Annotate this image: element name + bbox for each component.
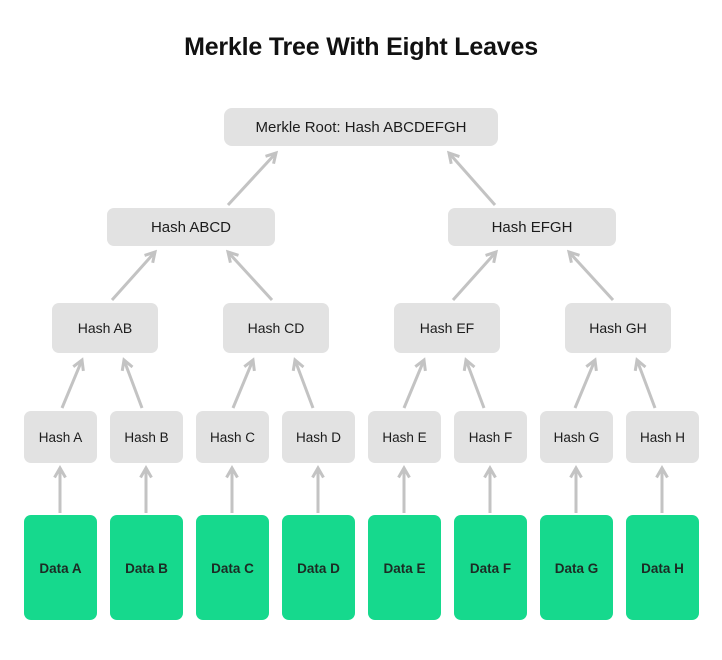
node-hash-ab[interactable]: Hash AB bbox=[52, 303, 158, 353]
arrow-head-icon bbox=[243, 357, 256, 372]
node-hash-e-label: Hash E bbox=[382, 429, 427, 445]
arrow-head-icon bbox=[485, 249, 499, 264]
node-hash-abcd-label: Hash ABCD bbox=[150, 218, 232, 236]
node-data-e-label: Data E bbox=[383, 561, 426, 576]
arrow-head-icon bbox=[53, 464, 67, 479]
arrow-head-icon bbox=[265, 150, 279, 165]
node-hash-efgh[interactable]: Hash EFGH bbox=[448, 208, 616, 246]
arrow-hash-b-to-hash-ab bbox=[120, 357, 144, 409]
page-title: Merkle Tree With Eight Leaves bbox=[184, 33, 538, 61]
arrow-hash-f-to-hash-ef bbox=[462, 357, 486, 409]
arrow-data-b-to-hash-b bbox=[139, 464, 153, 513]
arrow-data-a-to-hash-a bbox=[53, 464, 67, 513]
arrow-hash-a-to-hash-ab bbox=[60, 357, 85, 409]
node-data-d[interactable]: Data D bbox=[282, 515, 355, 620]
arrow-head-icon bbox=[72, 357, 85, 372]
node-hash-h[interactable]: Hash H bbox=[626, 411, 699, 463]
arrow-hash-ab-to-hash-abcd bbox=[110, 249, 158, 302]
node-data-b[interactable]: Data B bbox=[110, 515, 183, 620]
node-data-g-label: Data G bbox=[554, 561, 599, 576]
arrow-hash-g-to-hash-gh bbox=[573, 357, 598, 409]
node-hash-gh-label: Hash GH bbox=[589, 320, 647, 336]
arrow-head-icon bbox=[483, 464, 497, 479]
node-hash-f[interactable]: Hash F bbox=[454, 411, 527, 463]
arrow-data-d-to-hash-d bbox=[311, 464, 325, 513]
node-data-g[interactable]: Data G bbox=[540, 515, 613, 620]
arrow-data-f-to-hash-f bbox=[483, 464, 497, 513]
arrow-head-icon bbox=[291, 357, 305, 372]
arrow-data-e-to-hash-e bbox=[397, 464, 411, 513]
node-data-h-label: Data H bbox=[641, 561, 684, 576]
node-hash-d-label: Hash D bbox=[295, 429, 341, 445]
node-hash-gh[interactable]: Hash GH bbox=[565, 303, 671, 353]
node-hash-a[interactable]: Hash A bbox=[24, 411, 97, 463]
node-hash-cd-label: Hash CD bbox=[247, 320, 305, 336]
arrow-head-icon bbox=[225, 249, 239, 264]
node-hash-b[interactable]: Hash B bbox=[110, 411, 183, 463]
node-data-c-label: Data C bbox=[211, 561, 254, 576]
arrow-head-icon bbox=[633, 357, 647, 372]
arrow-head-icon bbox=[225, 464, 239, 479]
node-hash-ab-label: Hash AB bbox=[77, 320, 133, 336]
arrow-hash-c-to-hash-cd bbox=[231, 357, 256, 409]
arrow-head-icon bbox=[414, 357, 427, 372]
node-data-f[interactable]: Data F bbox=[454, 515, 527, 620]
arrow-hash-cd-to-hash-abcd bbox=[225, 249, 274, 302]
node-hash-d[interactable]: Hash D bbox=[282, 411, 355, 463]
arrow-data-c-to-hash-c bbox=[225, 464, 239, 513]
node-hash-ef-label: Hash EF bbox=[419, 320, 475, 336]
node-data-e[interactable]: Data E bbox=[368, 515, 441, 620]
node-hash-f-label: Hash F bbox=[468, 429, 513, 445]
node-data-f-label: Data F bbox=[469, 561, 512, 576]
node-hash-c[interactable]: Hash C bbox=[196, 411, 269, 463]
arrow-head-icon bbox=[311, 464, 325, 479]
node-data-b-label: Data B bbox=[125, 561, 168, 576]
arrow-hash-abcd-to-root bbox=[226, 150, 279, 207]
arrow-head-icon bbox=[569, 464, 583, 479]
arrow-hash-efgh-to-root bbox=[446, 150, 497, 206]
node-hash-efgh-label: Hash EFGH bbox=[491, 218, 573, 236]
node-data-d-label: Data D bbox=[297, 561, 340, 576]
arrow-head-icon bbox=[120, 357, 134, 372]
node-hash-abcd[interactable]: Hash ABCD bbox=[107, 208, 275, 246]
arrow-data-g-to-hash-g bbox=[569, 464, 583, 513]
arrow-head-icon bbox=[585, 357, 598, 372]
node-hash-g[interactable]: Hash G bbox=[540, 411, 613, 463]
node-hash-h-label: Hash H bbox=[639, 429, 685, 445]
node-hash-a-label: Hash A bbox=[38, 429, 83, 445]
arrow-head-icon bbox=[446, 150, 460, 165]
arrow-head-icon bbox=[655, 464, 669, 479]
node-merkle-root-hash-abcdefgh[interactable]: Merkle Root: Hash ABCDEFGH bbox=[224, 108, 498, 146]
node-hash-ef[interactable]: Hash EF bbox=[394, 303, 500, 353]
arrow-head-icon bbox=[139, 464, 153, 479]
arrow-head-icon bbox=[462, 357, 476, 372]
node-merkle-root-hash-abcdefgh-label: Merkle Root: Hash ABCDEFGH bbox=[255, 118, 467, 136]
node-data-h[interactable]: Data H bbox=[626, 515, 699, 620]
arrow-head-icon bbox=[397, 464, 411, 479]
arrow-hash-ef-to-hash-efgh bbox=[451, 249, 499, 302]
arrow-hash-e-to-hash-ef bbox=[402, 357, 427, 409]
node-hash-g-label: Hash G bbox=[553, 429, 600, 445]
arrow-head-icon bbox=[566, 249, 580, 264]
arrow-hash-d-to-hash-cd bbox=[291, 357, 315, 409]
node-data-a-label: Data A bbox=[39, 561, 82, 576]
arrow-data-h-to-hash-h bbox=[655, 464, 669, 513]
node-data-a[interactable]: Data A bbox=[24, 515, 97, 620]
node-hash-e[interactable]: Hash E bbox=[368, 411, 441, 463]
arrow-hash-h-to-hash-gh bbox=[633, 357, 657, 409]
node-hash-c-label: Hash C bbox=[209, 429, 255, 445]
node-data-c[interactable]: Data C bbox=[196, 515, 269, 620]
node-hash-b-label: Hash B bbox=[124, 429, 169, 445]
arrow-hash-gh-to-hash-efgh bbox=[566, 249, 615, 302]
node-hash-cd[interactable]: Hash CD bbox=[223, 303, 329, 353]
arrow-head-icon bbox=[144, 249, 158, 264]
